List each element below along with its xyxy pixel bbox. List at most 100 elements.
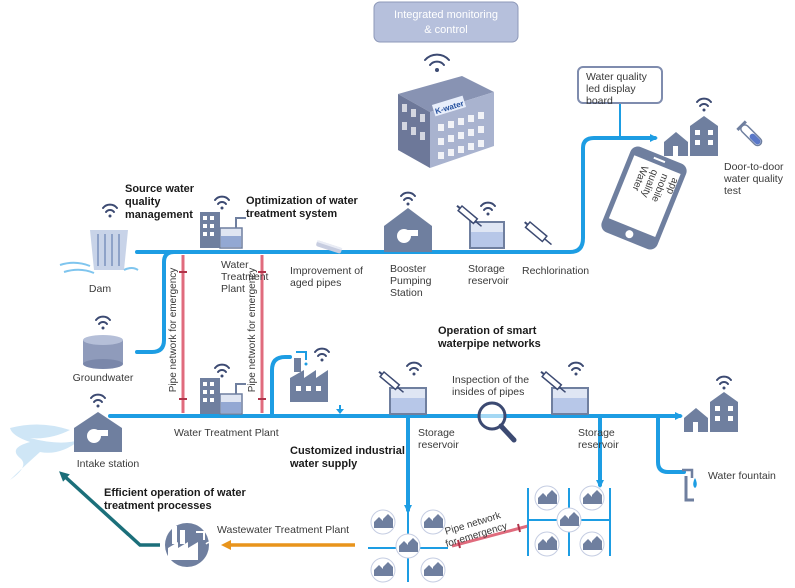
smart-network-title-2: waterpipe networks: [437, 338, 541, 350]
booster-pumping-station-icon: [384, 191, 432, 252]
source-water-title-2: quality: [125, 196, 161, 208]
inspection-label-1: Inspection of the: [452, 374, 529, 386]
river-icon: [10, 424, 80, 480]
source-water-title-1: Source water: [125, 183, 195, 195]
dam-label: Dam: [89, 283, 111, 295]
led-display-board-icon: [577, 66, 663, 104]
wastewater-plant-label: Wastewater Treatment Plant: [217, 524, 349, 536]
wifi-icon: [314, 347, 330, 362]
pipe-network: [108, 102, 686, 513]
water-treatment-plant-top-icon: [200, 195, 246, 249]
groundwater-label: Groundwater: [73, 372, 134, 384]
efficient-title-1: Efficient operation of water: [104, 487, 247, 499]
header-title-line1: Integrated monitoring: [394, 9, 498, 21]
house-icon: [579, 485, 605, 511]
emergency-pipes: [179, 255, 529, 549]
efficient-title-2: treatment processes: [104, 500, 212, 512]
water-fountain-label: Water fountain: [708, 470, 776, 482]
test-tube-icon: [736, 120, 763, 147]
wifi-icon: [102, 203, 118, 218]
storage-reservoir-top-icon: [456, 201, 505, 249]
wifi-icon: [95, 315, 111, 330]
source-water-title-3: management: [125, 209, 193, 221]
wifi-icon: [480, 201, 496, 216]
wifi-icon: [424, 53, 450, 72]
magnifier-icon: [477, 401, 517, 443]
control-center-building-icon: K-water: [398, 53, 494, 168]
industrial-title-1: Customized industrial: [290, 445, 405, 457]
storage-mid-right-label-2: reservoir: [578, 439, 619, 451]
return-flow-arrow: [59, 471, 160, 547]
mobile-phone-icon: Water quality mobile app: [601, 146, 687, 250]
svg-text:Pipe network for emergency: Pipe network for emergency: [247, 268, 258, 393]
display-board-label-2: led display: [586, 83, 636, 95]
groundwater-tank-icon: [83, 315, 123, 369]
water-fountain-icon: [682, 468, 697, 502]
storage-mid-left-label-1: Storage: [418, 427, 455, 439]
houses-mid-icon: [684, 375, 738, 432]
integrated-monitoring-box: Integrated monitoring & control: [373, 1, 519, 43]
emergency-label-right: Pipe network for emergency: [247, 268, 258, 393]
rechlorination-syringe-icon: [524, 220, 552, 246]
storage-mid-right-label-1: Storage: [578, 427, 615, 439]
residential-district-right-icon: [527, 485, 611, 557]
optimization-title-2: treatment system: [246, 208, 337, 220]
header-title-line2: & control: [424, 24, 467, 36]
wtp-top-label-2: Treatment: [221, 271, 269, 283]
residential-district-left-icon: [368, 509, 448, 583]
syringe-icon: [456, 204, 483, 227]
house-icon: [420, 509, 446, 535]
wifi-icon: [568, 361, 584, 376]
groundwater-pipe: [135, 250, 176, 354]
factory-icon: [290, 347, 330, 402]
emergency-label-district: Pipe network for emergency: [444, 510, 509, 550]
wifi-icon: [696, 97, 712, 112]
rechlorination-label: Rechlorination: [522, 265, 589, 277]
fountain-pipe: [656, 414, 686, 474]
intake-station-icon: [74, 393, 122, 452]
wtp-top-label-1: Water: [221, 259, 249, 271]
house-icon: [556, 507, 582, 533]
house-icon: [370, 557, 396, 583]
optimization-title-1: Optimization of water: [246, 195, 359, 207]
wtp-top-label-3: Plant: [221, 283, 245, 295]
aged-pipe-icon: [316, 240, 343, 254]
storage-top-label-1: Storage: [468, 263, 505, 275]
wifi-icon: [214, 363, 230, 378]
industrial-supply-pipe: [270, 355, 292, 418]
aged-pipes-label-2: aged pipes: [290, 277, 341, 289]
house-icon: [370, 509, 396, 535]
svg-text:Pipe network for emergency: Pipe network for emergency: [168, 268, 179, 393]
booster-label-1: Booster: [390, 263, 427, 275]
display-board-label-1: Water quality: [586, 71, 648, 83]
wifi-icon: [406, 361, 422, 376]
aged-pipes-label-1: Improvement of: [290, 265, 363, 277]
water-treatment-plant-bottom-icon: [200, 363, 246, 415]
house-icon: [534, 485, 560, 511]
door-to-door-label-2: water quality: [723, 173, 784, 185]
wastewater-plant-icon: [165, 523, 213, 567]
house-icon: [534, 531, 560, 557]
wifi-icon: [400, 191, 416, 206]
inspection-label-2: insides of pipes: [452, 386, 524, 398]
storage-reservoir-mid-right-icon: [540, 361, 589, 415]
industrial-title-2: water supply: [289, 458, 358, 470]
display-board-label-3: board: [586, 95, 613, 107]
storage-reservoir-mid-left-icon: [378, 361, 427, 415]
storage-mid-left-label-2: reservoir: [418, 439, 459, 451]
wifi-icon: [214, 195, 230, 210]
upper-supply-pipe: [135, 134, 658, 254]
dam-icon: [59, 203, 139, 274]
house-icon: [395, 533, 421, 559]
wifi-icon: [716, 375, 732, 390]
house-icon: [579, 531, 605, 557]
wifi-icon: [90, 393, 106, 408]
smart-network-title-1: Operation of smart: [438, 325, 537, 337]
door-to-door-label-3: test: [724, 185, 741, 197]
emergency-label-left: Pipe network for emergency: [168, 268, 179, 393]
house-icon: [420, 557, 446, 583]
wtp-bottom-label: Water Treatment Plant: [174, 427, 279, 439]
houses-top-icon: [664, 97, 718, 156]
